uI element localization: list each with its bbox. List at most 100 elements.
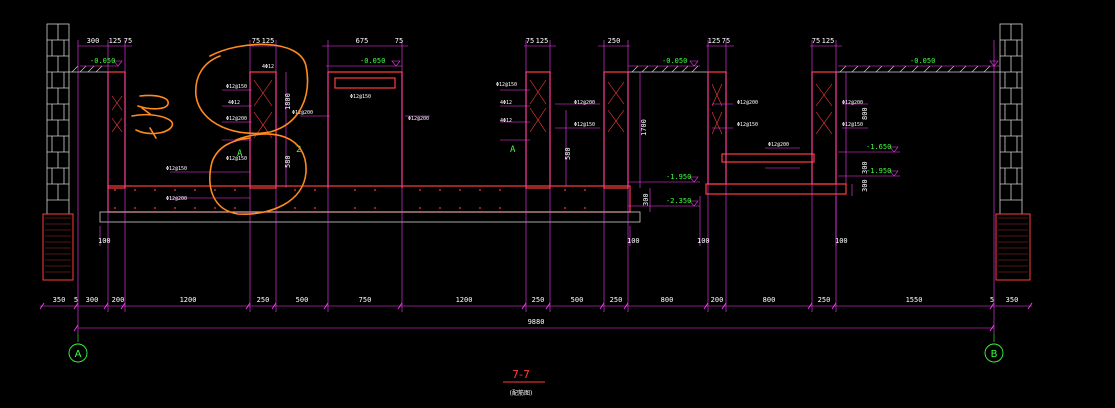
small-dim: 100 (697, 237, 710, 245)
small-dim: 100 (835, 237, 848, 245)
vertical-dim: 580 (284, 155, 292, 168)
vertical-dim: 1700 (640, 119, 648, 136)
bottom-dim: 800 (661, 296, 674, 304)
rebar-label: Φ12@200 (166, 196, 187, 202)
masonry-wall-right (999, 23, 1023, 215)
rebar-crosses (111, 79, 833, 139)
rebar-label: Φ12@200 (768, 142, 789, 148)
level-label: -0.050 (360, 57, 385, 65)
top-dim: 675 (356, 37, 369, 45)
bar-mark: 4Φ12 (500, 118, 512, 124)
bottom-dim: 350 (53, 296, 66, 304)
level-label: -0.050 (90, 57, 115, 65)
bottom-dim: 250 (257, 296, 270, 304)
top-dim: 125 (536, 37, 549, 45)
bottom-dim: 500 (571, 296, 584, 304)
top-dim: 75 (812, 37, 820, 45)
orange-markup (131, 43, 309, 215)
bottom-dim: 300 (86, 296, 99, 304)
axis-lines (77, 334, 995, 342)
rebar-label: Φ12@150 (737, 122, 758, 128)
rebar-dots (114, 189, 586, 209)
bar-mark: 4Φ12 (500, 100, 512, 106)
top-dim: 75 (526, 37, 534, 45)
rebar-label: Φ12@150 (496, 82, 517, 88)
rebar-label: Φ12@200 (737, 100, 758, 106)
bottom-dim: 5 (990, 296, 994, 304)
rebar-label: Φ12@200 (842, 100, 863, 106)
vertical-dim: 580 (564, 147, 572, 160)
foundation-left (42, 213, 74, 281)
small-dimension-texts: 100 100 100 100 (98, 237, 848, 245)
bottom-dim: 350 (1006, 296, 1019, 304)
top-dim: 125 (262, 37, 275, 45)
bottom-dim: 1200 (180, 296, 197, 304)
top-dim: 300 (87, 37, 100, 45)
bottom-dim: 250 (818, 296, 831, 304)
top-dim: 125 (822, 37, 835, 45)
axis-label-b: B (991, 349, 998, 360)
small-dim: 100 (627, 237, 640, 245)
rebar-label: Φ12@150 (574, 122, 595, 128)
vertical-dimension-texts: 1800 300 580 1700 580 800 300 300 (284, 93, 869, 206)
top-dim: 75 (395, 37, 403, 45)
bottom-dim: 200 (711, 296, 724, 304)
rebar-label: Φ12@200 (226, 116, 247, 122)
level-label: -0.050 (910, 57, 935, 65)
bottom-dim: 5 (74, 296, 78, 304)
foundation-right-hatch (998, 217, 1028, 273)
rebar-label: Φ12@150 (226, 156, 247, 162)
level-label: -2.350 (666, 197, 691, 205)
axis-bubble-b (984, 343, 1004, 363)
section-subtitle: (配筋图) (510, 389, 533, 397)
section-mark-right: A (510, 145, 516, 155)
bottom-dim: 750 (359, 296, 372, 304)
rebar-label: Φ12@150 (226, 84, 247, 90)
level-label: -1.650 (866, 143, 891, 151)
vertical-dim: 300 (861, 161, 869, 174)
top-dimension-texts: 300 125 75 75 125 675 75 75 125 250 125 … (87, 37, 835, 45)
blinding-slab-left (99, 211, 641, 223)
bottom-dim: 800 (763, 296, 776, 304)
bottom-dim: 250 (532, 296, 545, 304)
level-label: -1.950 (866, 167, 891, 175)
top-dim: 75 (252, 37, 260, 45)
rebar-label: Φ12@200 (574, 100, 595, 106)
bottom-dimension-texts: 350 5 300 200 1200 250 500 750 1200 250 … (53, 296, 1019, 304)
level-texts: -0.050 -0.050 -0.050 -0.050 -1.950 -2.35… (90, 57, 935, 205)
dimension-lines (40, 40, 1032, 334)
level-label: -0.050 (662, 57, 687, 65)
section-mark-left: A (237, 149, 243, 159)
foundation-left-hatch (45, 217, 71, 273)
overall-dimension: 9880 (528, 318, 545, 326)
concrete-structure (107, 71, 847, 213)
bottom-dim: 500 (296, 296, 309, 304)
bottom-dim: 1550 (906, 296, 923, 304)
bottom-dim: 200 (112, 296, 125, 304)
level-label: -1.950 (666, 173, 691, 181)
section-title: 7-7 (512, 368, 530, 381)
top-dim: 250 (608, 37, 621, 45)
top-dim: 125 (708, 37, 721, 45)
rebar-annotations: Φ12@150 Φ12@200 Φ12@150 Φ12@200 Φ12@150 … (166, 64, 863, 202)
rebar-label: Φ12@200 (408, 116, 429, 122)
vertical-dim: 300 (861, 179, 869, 192)
rebar-label: Φ12@200 (292, 110, 313, 116)
vertical-dim: 1800 (284, 93, 292, 110)
axis-label-a: A (75, 349, 82, 360)
bottom-dim: 250 (610, 296, 623, 304)
bar-mark: 4Φ12 (228, 100, 240, 106)
foundation-right (995, 213, 1031, 281)
section-mark-small: 2 (296, 145, 301, 155)
top-dim: 125 (109, 37, 122, 45)
bar-mark: 4Φ12 (262, 64, 274, 70)
rebar-label: Φ12@150 (350, 94, 371, 100)
bottom-dim: 1200 (456, 296, 473, 304)
rebar-label: Φ12@150 (166, 166, 187, 172)
masonry-wall-left (46, 23, 70, 215)
vertical-dim: 800 (861, 107, 869, 120)
axis-bubble-a (68, 343, 88, 363)
top-dim: 75 (124, 37, 132, 45)
